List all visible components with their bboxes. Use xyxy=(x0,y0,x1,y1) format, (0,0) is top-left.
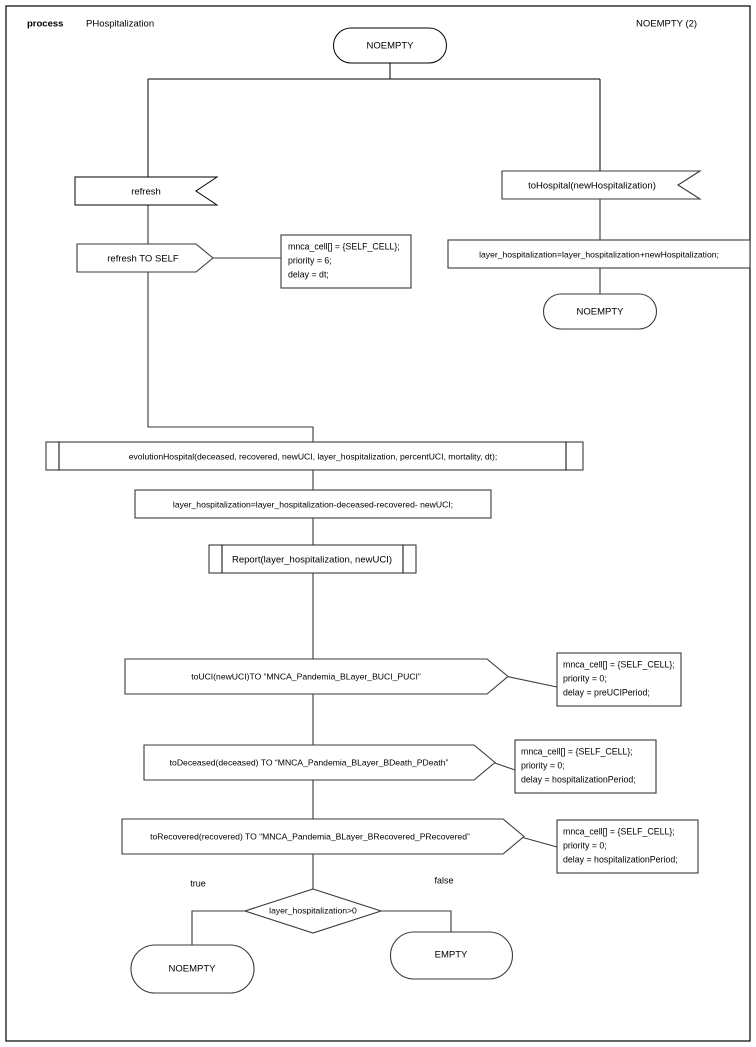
note-box xyxy=(556,652,682,707)
note-line-2: priority = 6; xyxy=(288,255,332,265)
evolution-call-label: evolutionHospital(deceased, recovered, n… xyxy=(129,451,498,461)
node-to-uci[interactable]: toUCI(newUCI)TO “MNCA_Pandemia_BLayer_BU… xyxy=(124,658,509,695)
node-false-terminal[interactable]: EMPTY xyxy=(390,931,513,980)
node-hospital-terminal[interactable]: NOEMPTY xyxy=(542,293,658,330)
note-line-2: priority = 0; xyxy=(521,760,565,770)
connector-recovered-note-leader xyxy=(520,836,558,848)
true-terminal-label: NOEMPTY xyxy=(169,964,217,975)
output-shape xyxy=(143,744,496,781)
process-box xyxy=(447,239,751,269)
to-deceased-label: toDeceased(deceased) TO “MNCA_Pandemia_B… xyxy=(170,757,449,767)
node-refresh-to-self[interactable]: refresh TO SELF xyxy=(76,243,214,273)
node-evolution-call[interactable]: evolutionHospital(deceased, recovered, n… xyxy=(45,441,584,471)
node-start-terminal[interactable]: NOEMPTY xyxy=(333,27,447,64)
hospital-assign-label: layer_hospitalization=layer_hospitalizat… xyxy=(479,249,719,259)
decision-label: layer_hospitalization>0 xyxy=(269,905,357,915)
connector-self-to-evolution xyxy=(147,272,314,442)
note-box xyxy=(556,819,699,874)
note-line-3: delay = preUCIPeriod; xyxy=(563,687,650,697)
to-uci-label: toUCI(newUCI)TO “MNCA_Pandemia_BLayer_BU… xyxy=(191,671,421,681)
note-recovered: mnca_cell[] = {SELF_CELL}; priority = 0;… xyxy=(556,819,699,874)
note-line-1: mnca_cell[] = {SELF_CELL}; xyxy=(288,241,400,251)
node-to-deceased[interactable]: toDeceased(deceased) TO “MNCA_Pandemia_B… xyxy=(143,744,496,781)
diagram-border xyxy=(5,5,751,1042)
terminal-shape xyxy=(390,931,513,980)
refresh-label: refresh xyxy=(131,187,161,198)
decrement-assign-label: layer_hospitalization=layer_hospitalizat… xyxy=(173,499,453,509)
tohospital-label: toHospital(newHospitalization) xyxy=(528,181,656,192)
node-to-recovered[interactable]: toRecovered(recovered) TO “MNCA_Pandemia… xyxy=(121,818,525,855)
node-decrement-assign[interactable]: layer_hospitalization=layer_hospitalizat… xyxy=(134,489,492,519)
note-line-1: mnca_cell[] = {SELF_CELL}; xyxy=(521,746,633,756)
start-terminal-label: NOEMPTY xyxy=(367,41,415,52)
hospital-terminal-label: NOEMPTY xyxy=(577,307,625,318)
note-deceased: mnca_cell[] = {SELF_CELL}; priority = 0;… xyxy=(514,739,657,794)
output-shape xyxy=(76,243,214,273)
report-call-label: Report(layer_hospitalization, newUCI) xyxy=(232,555,392,566)
branch-label-true: true xyxy=(190,878,206,888)
output-shape xyxy=(124,658,509,695)
output-shape xyxy=(121,818,525,855)
header-keyword: process xyxy=(27,19,63,30)
terminal-shape xyxy=(333,27,447,64)
refresh-to-self-label: refresh TO SELF xyxy=(107,254,179,265)
connector-deceased-note-leader xyxy=(491,761,516,771)
terminal-shape xyxy=(542,293,658,330)
note-refresh: mnca_cell[] = {SELF_CELL}; priority = 6;… xyxy=(280,234,412,289)
input-shape xyxy=(74,176,219,206)
note-line-3: delay = hospitalizationPeriod; xyxy=(521,774,636,784)
node-decision[interactable]: layer_hospitalization>0 xyxy=(243,888,383,934)
node-true-terminal[interactable]: NOEMPTY xyxy=(130,944,255,994)
note-line-1: mnca_cell[] = {SELF_CELL}; xyxy=(563,826,675,836)
node-report-call[interactable]: Report(layer_hospitalization, newUCI) xyxy=(208,544,417,574)
header-right-label: NOEMPTY (2) xyxy=(636,19,697,30)
note-box xyxy=(514,739,657,794)
connector-uci-note-leader xyxy=(504,675,558,688)
decision-shape xyxy=(243,888,383,934)
note-uci: mnca_cell[] = {SELF_CELL}; priority = 0;… xyxy=(556,652,682,707)
subroutine-box xyxy=(208,544,417,574)
note-line-1: mnca_cell[] = {SELF_CELL}; xyxy=(563,659,675,669)
false-terminal-label: EMPTY xyxy=(435,950,468,961)
node-tohospital-input[interactable]: toHospital(newHospitalization) xyxy=(501,170,702,200)
node-hospital-assign[interactable]: layer_hospitalization=layer_hospitalizat… xyxy=(447,239,751,269)
subroutine-box xyxy=(45,441,584,471)
note-line-2: priority = 0; xyxy=(563,840,607,850)
note-box xyxy=(280,234,412,289)
connector-decision-false xyxy=(381,910,452,932)
terminal-shape xyxy=(130,944,255,994)
header-process-name: PHospitalization xyxy=(86,19,154,30)
note-line-3: delay = dt; xyxy=(288,269,329,279)
node-refresh-input[interactable]: refresh xyxy=(74,176,219,206)
to-recovered-label: toRecovered(recovered) TO “MNCA_Pandemia… xyxy=(150,831,470,841)
input-shape xyxy=(501,170,702,200)
branch-label-false: false xyxy=(434,875,453,885)
note-line-2: priority = 0; xyxy=(563,673,607,683)
process-box xyxy=(134,489,492,519)
note-line-3: delay = hospitalizationPeriod; xyxy=(563,854,678,864)
connector-decision-true xyxy=(191,910,245,945)
